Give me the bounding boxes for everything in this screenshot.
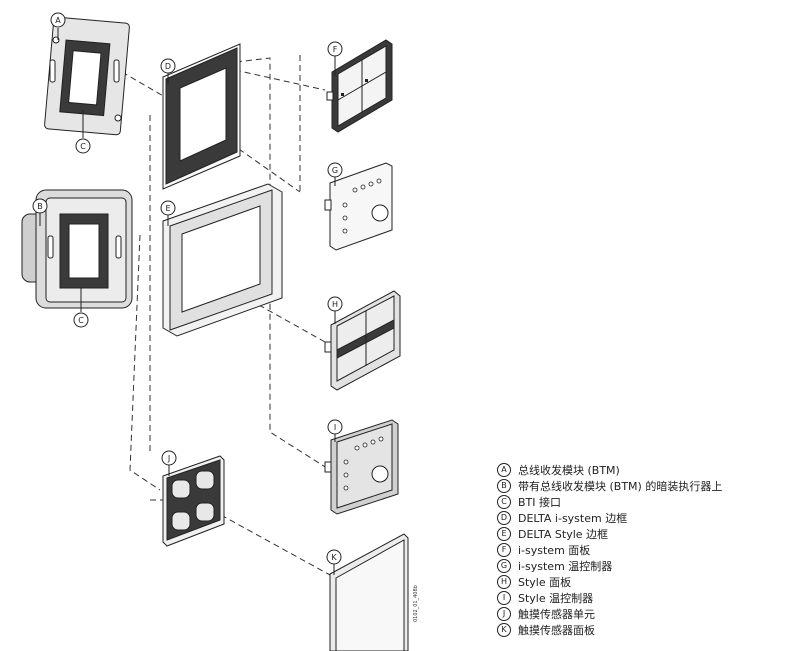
legend-text: DELTA i-system 边框	[518, 512, 628, 525]
legend-badge: D	[497, 511, 511, 525]
callout-g: G	[332, 166, 338, 175]
legend-item-d: D DELTA i-system 边框	[497, 510, 797, 526]
legend-text: DELTA Style 边框	[518, 528, 609, 541]
legend-badge: A	[497, 463, 511, 477]
legend-item-b: B 带有总线收发模块 (BTM) 的暗装执行器上	[497, 478, 797, 494]
callout-d: D	[165, 62, 171, 71]
legend-badge: I	[497, 591, 511, 605]
legend-item-h: H Style 面板	[497, 574, 797, 590]
frame-d	[162, 43, 241, 190]
legend-badge: H	[497, 575, 511, 589]
legend-item-j: J 触摸传感器单元	[497, 606, 797, 622]
callout-h: H	[332, 300, 338, 309]
legend-badge: J	[497, 607, 511, 621]
touch-unit-j	[162, 455, 225, 547]
callout-labels: A C B C D E F G H I J K	[32, 12, 343, 575]
callout-c-bottom: C	[78, 316, 84, 325]
callout-f: F	[333, 45, 338, 54]
frame-e	[162, 183, 283, 337]
drawing-code: 0102_01_408b	[413, 585, 419, 622]
legend-item-k: K 触摸传感器面板	[497, 622, 797, 638]
panel-h	[324, 290, 401, 391]
legend-text: Style 面板	[518, 576, 572, 589]
legend-badge: C	[497, 495, 511, 509]
legend-badge: G	[497, 559, 511, 573]
thermostat-i	[324, 419, 399, 515]
legend-item-c: C BTI 接口	[497, 494, 797, 510]
module-a	[44, 16, 130, 136]
legend-text: 带有总线收发模块 (BTM) 的暗装执行器上	[518, 480, 723, 493]
callout-c-top: C	[80, 142, 86, 151]
legend-text: i-system 温控制器	[518, 560, 613, 573]
actuator-b	[21, 189, 133, 309]
legend-item-e: E DELTA Style 边框	[497, 526, 797, 542]
legend-text: 触摸传感器单元	[518, 608, 595, 621]
legend-text: i-system 面板	[518, 544, 591, 557]
callout-b: B	[37, 202, 43, 211]
callout-e: E	[165, 204, 170, 213]
legend-text: BTI 接口	[518, 496, 562, 509]
callout-k: K	[331, 553, 337, 562]
panel-f	[326, 39, 393, 133]
legend-item-i: I Style 温控制器	[497, 590, 797, 606]
legend-badge: E	[497, 527, 511, 541]
legend-badge: B	[497, 479, 511, 493]
touch-panel-k	[329, 533, 409, 651]
callout-j: J	[167, 454, 170, 463]
callout-a: A	[55, 16, 61, 25]
legend-text: Style 温控制器	[518, 592, 594, 605]
callout-i: I	[334, 423, 336, 432]
legend-text: 总线收发模块 (BTM)	[518, 464, 620, 477]
legend-item-a: A 总线收发模块 (BTM)	[497, 462, 797, 478]
legend-badge: F	[497, 543, 511, 557]
legend-badge: K	[497, 623, 511, 637]
thermostat-g	[324, 162, 393, 251]
legend-text: 触摸传感器面板	[518, 624, 595, 637]
